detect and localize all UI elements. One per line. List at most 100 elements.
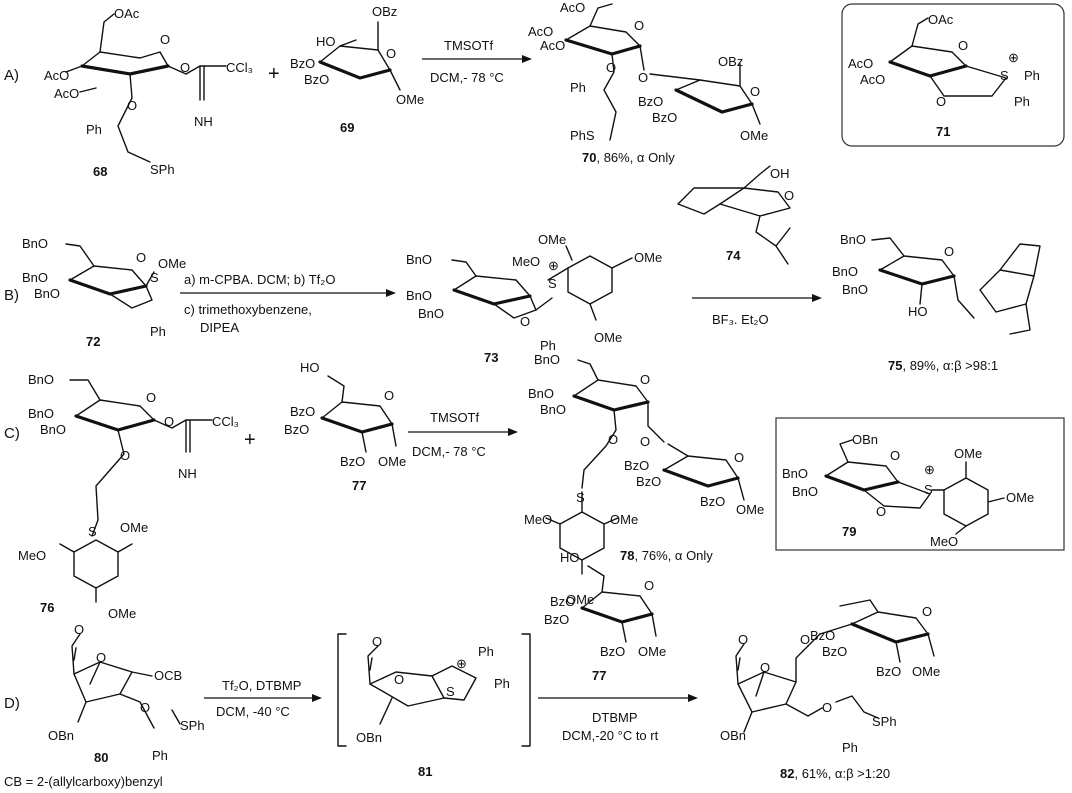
yield-text-78: , 76%, α Only [634, 548, 713, 563]
label-bzo-69b: BzO [304, 72, 329, 87]
label-ome-73c: OMe [594, 330, 622, 345]
condition-c-bottom: DCM,- 78 °C [412, 444, 486, 459]
yield-78: 78, 76%, α Only [620, 548, 713, 563]
label-o2-78: O [640, 434, 650, 449]
label-lactone-o-82: O [738, 632, 748, 647]
condition-d2-bottom2: DCM,-20 °C to rt [562, 728, 659, 743]
label-bzo-69a: BzO [290, 56, 315, 71]
label-bzo-77c-a: BzO [290, 404, 315, 419]
yield-70: 70, 86%, α Only [582, 150, 675, 165]
label-sph-80: SPh [180, 718, 205, 733]
compound-number-72: 72 [86, 334, 100, 349]
row-label-d: D) [4, 695, 20, 712]
compound-71-structure: OAc AcO AcO O O S ⊕ Ph Ph 71 [848, 12, 1040, 139]
label-ring-o-80: O [96, 650, 106, 665]
compound-75-structure: BnO BnO BnO HO O [832, 232, 1041, 335]
label-bno-76b: BnO [28, 406, 54, 421]
compound-number-77d: 77 [592, 668, 606, 683]
yield-text-70: , 86%, α Only [596, 150, 675, 165]
label-o-82b: O [822, 700, 832, 715]
label-ome-78b: OMe [610, 512, 638, 527]
label-ring-o-82: O [760, 660, 770, 675]
label-ring-o-77c: O [384, 388, 394, 403]
compound-number-75: 75 [888, 358, 902, 373]
label-ring-o-74: O [784, 188, 794, 203]
label-ph-73: Ph [540, 338, 556, 353]
label-ome-79a: OMe [954, 446, 982, 461]
condition-c-top: TMSOTf [430, 410, 479, 425]
label-ccl3-76: CCl₃ [212, 414, 239, 429]
label-ome-76a: OMe [120, 520, 148, 535]
condition-b1-bottom2: DIPEA [200, 320, 239, 335]
label-ho-69: HO [316, 34, 336, 49]
condition-d2-bottom1: DTBMP [592, 710, 638, 725]
label-obz-69: OBz [372, 4, 397, 19]
label-ph-68: Ph [86, 122, 102, 137]
label-bzo-77d-a: BzO [550, 594, 575, 609]
label-obn-79: OBn [852, 432, 878, 447]
label-nh-76: NH [178, 466, 197, 481]
label-bzo-82b: BzO [822, 644, 847, 659]
compound-number-82: 82 [780, 766, 794, 781]
label-bno-76a: BnO [28, 372, 54, 387]
label-meo-78: MeO [524, 512, 552, 527]
bracket-right-81 [521, 633, 531, 747]
bracket-left-81 [337, 633, 347, 747]
condition-d1-top: Tf₂O, DTBMP [222, 678, 301, 693]
label-aco-70c: AcO [540, 38, 565, 53]
label-bzo-78a: BzO [624, 458, 649, 473]
label-aco-68a: AcO [44, 68, 69, 83]
label-ring-o-70: O [634, 18, 644, 33]
label-aco-70a: AcO [560, 0, 585, 15]
label-s-71: S [1000, 68, 1009, 83]
label-ho-77c: HO [300, 360, 320, 375]
label-ome-72: OMe [158, 256, 186, 271]
compound-number-81: 81 [418, 764, 432, 779]
label-oac-71: OAc [928, 12, 954, 27]
label-o-71: O [936, 94, 946, 109]
compound-77-structure-c: HO BzO BzO BzO O OMe 77 [284, 360, 406, 493]
condition-a-top: TMSOTf [444, 38, 493, 53]
label-ring-o-69: O [386, 46, 396, 61]
label-o2-70: O [638, 70, 648, 85]
arrowhead-c [508, 428, 518, 436]
compound-70-structure: AcO AcO AcO O O O Ph PhS OBz BzO BzO O O… [528, 0, 768, 143]
label-o-70: O [606, 60, 616, 75]
label-bno-73b: BnO [406, 288, 432, 303]
arrowhead-d1 [312, 694, 322, 702]
compound-number-73: 73 [484, 350, 498, 365]
label-bzo-77c-b: BzO [284, 422, 309, 437]
charge-71: ⊕ [1008, 50, 1019, 65]
label-bzo-78c: BzO [700, 494, 725, 509]
label-nh-68: NH [194, 114, 213, 129]
yield-text-75: , 89%, α:β >98:1 [902, 358, 998, 373]
label-bno-72b: BnO [22, 270, 48, 285]
label-ome-76b: OMe [108, 606, 136, 621]
label-bzo-82c: BzO [876, 664, 901, 679]
compound-number-80: 80 [94, 750, 108, 765]
label-oh-74: OH [770, 166, 790, 181]
compound-69-structure: HO OBz BzO BzO O OMe 69 [290, 4, 424, 135]
compound-76-structure: BnO BnO BnO O O CCl₃ NH O S OMe MeO OMe … [18, 372, 239, 621]
label-o-78: O [608, 432, 618, 447]
label-o-79: O [876, 504, 886, 519]
label-bzo-77d-b: BzO [544, 612, 569, 627]
condition-a-bottom: DCM,- 78 °C [430, 70, 504, 85]
arrowhead-b1 [386, 289, 396, 297]
label-ph-81a: Ph [478, 644, 494, 659]
compound-number-79: 79 [842, 524, 856, 539]
label-bzo-82a: BzO [810, 628, 835, 643]
row-label-b: B) [4, 287, 19, 304]
arrowhead-b2 [812, 294, 822, 302]
charge-81: ⊕ [456, 656, 467, 671]
label-o2-68: O [127, 98, 137, 113]
label-s-78: S [576, 490, 585, 505]
label-ho-75: HO [908, 304, 928, 319]
label-ring-o-68: O [160, 32, 170, 47]
label-bno-73a: BnO [406, 252, 432, 267]
label-ring-o2-78: O [734, 450, 744, 465]
compound-78-structure: BnO BnO BnO O O O S BzO BzO BzO O OMe Me… [524, 352, 764, 607]
label-bno-79b: BnO [792, 484, 818, 499]
compound-72-structure: BnO BnO BnO O S OMe Ph 72 [22, 236, 186, 349]
label-ph-71b: Ph [1014, 94, 1030, 109]
